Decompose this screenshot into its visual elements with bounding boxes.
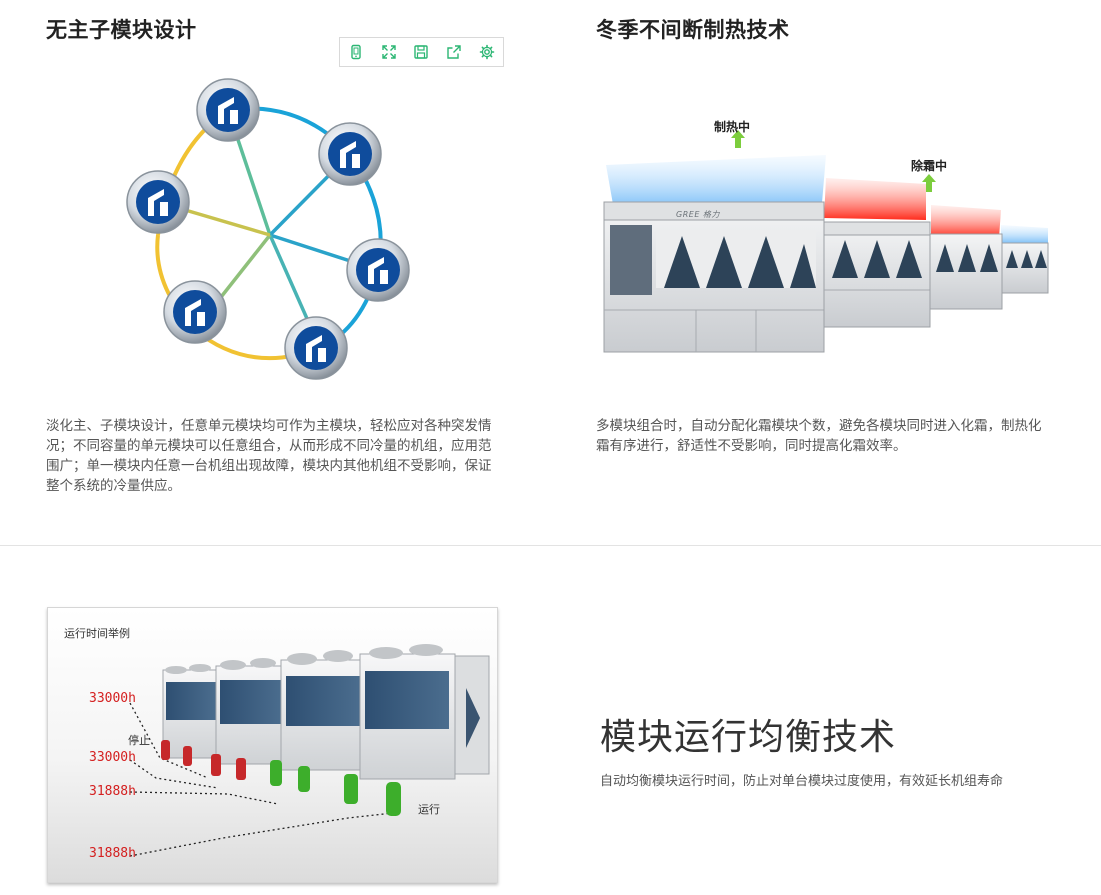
phone-icon bbox=[351, 44, 361, 60]
fullscreen-button[interactable] bbox=[373, 38, 406, 66]
mobile-view-button[interactable] bbox=[340, 38, 373, 66]
runtime-readout: 33000h bbox=[89, 750, 136, 765]
brand-logo: GREE 格力 bbox=[676, 210, 720, 219]
runtime-readout: 31888h bbox=[89, 784, 136, 799]
section-title-balance: 模块运行均衡技术 bbox=[600, 717, 897, 758]
section-divider bbox=[0, 545, 1101, 546]
module-node bbox=[284, 316, 348, 380]
save-button[interactable] bbox=[405, 38, 438, 66]
heating-label: 制热中 bbox=[714, 120, 751, 134]
winter-heating-description: 多模块组合时，自动分配化霜模块个数，避免各模块同时进入化霜，制热化霜有序进行，舒… bbox=[596, 418, 1042, 454]
module-node bbox=[318, 122, 382, 186]
modular-description: 淡化主、子模块设计，任意单元模块均可作为主模块，轻松应对各种突发情况；不同容量的… bbox=[46, 418, 492, 494]
section-title-winter-heating: 冬季不间断制热技术 bbox=[596, 18, 790, 42]
runtime-example-image: 运行时间举例 33000h 33000h 31888h 31888h 停止 运行 bbox=[47, 607, 498, 883]
module-node bbox=[163, 280, 227, 344]
module-node bbox=[126, 170, 190, 234]
gear-icon bbox=[479, 44, 494, 60]
image-toolbar bbox=[339, 37, 504, 67]
settings-button[interactable] bbox=[470, 38, 503, 66]
share-button[interactable] bbox=[438, 38, 471, 66]
section-title-modular: 无主子模块设计 bbox=[46, 18, 197, 42]
defrost-label: 除霜中 bbox=[911, 159, 948, 173]
save-icon bbox=[414, 45, 429, 59]
share-icon bbox=[447, 45, 461, 59]
module-node bbox=[346, 238, 410, 302]
module-node bbox=[196, 78, 260, 142]
module-ring-illustration bbox=[126, 78, 410, 380]
balance-description: 自动均衡模块运行时间，防止对单台模块过度使用，有效延长机组寿命 bbox=[600, 774, 1004, 789]
runtime-readout: 31888h bbox=[89, 846, 136, 861]
photo-caption: 运行时间举例 bbox=[64, 627, 130, 640]
run-label: 运行 bbox=[418, 803, 440, 816]
runtime-readout: 33000h bbox=[89, 691, 136, 706]
heating-units-illustration bbox=[603, 130, 1049, 353]
stop-label: 停止 bbox=[128, 734, 150, 747]
runtime-units-illustration bbox=[129, 644, 490, 857]
expand-icon bbox=[382, 45, 396, 59]
